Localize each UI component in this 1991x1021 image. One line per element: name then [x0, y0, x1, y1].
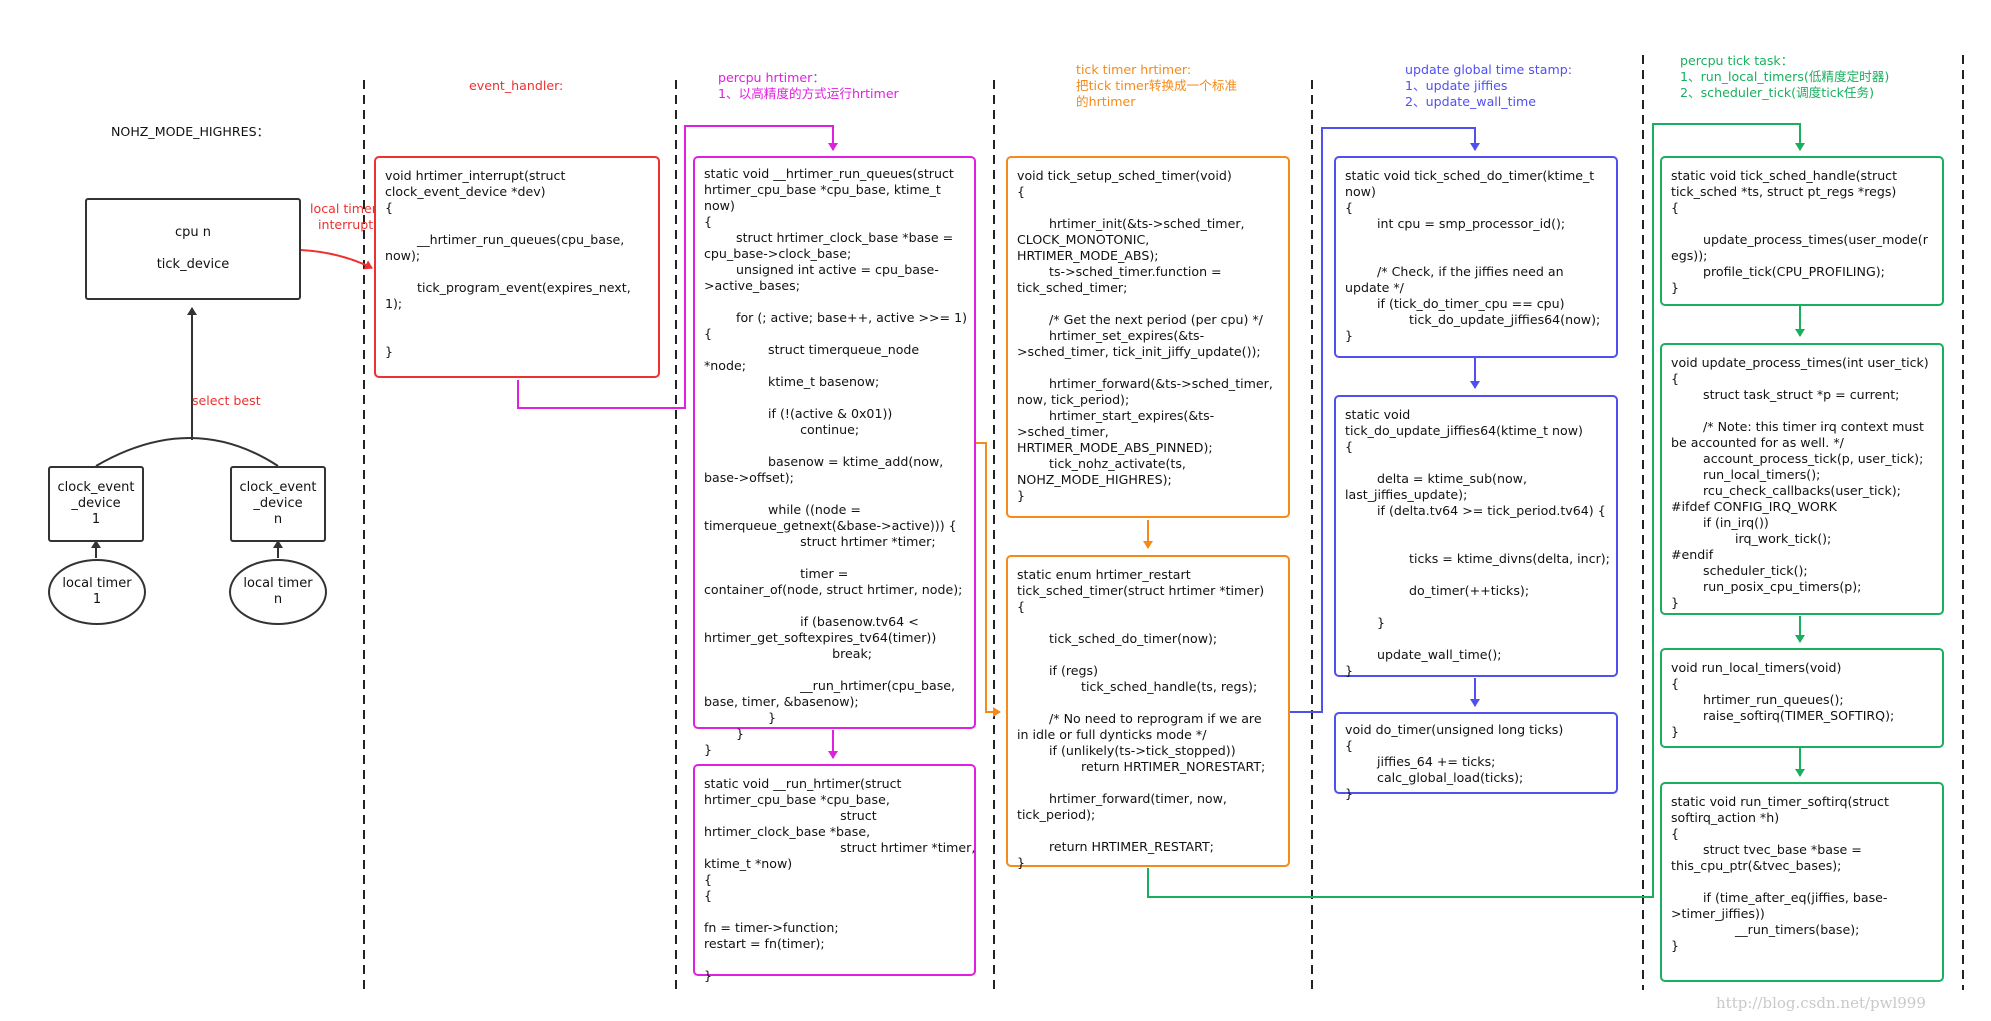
header-tick-timer: tick timer hrtimer: 把tick timer转换成一个标准 的… — [1076, 62, 1238, 109]
tick-do-update-jiffies64-box: static void tick_do_update_jiffies64(kti… — [1334, 395, 1618, 678]
run-timer-softirq-code: static void run_timer_softirq(struct sof… — [1671, 794, 1889, 953]
tick-setup-sched-timer-box: void tick_setup_sched_timer(void) { hrti… — [1006, 156, 1290, 518]
watermark: http://blog.csdn.net/pwl999 — [1716, 994, 1926, 1012]
tick-setup-sched-timer-code: void tick_setup_sched_timer(void) { hrti… — [1017, 168, 1273, 503]
mode-label: NOHZ_MODE_HIGHRES： — [111, 124, 270, 139]
run-hrtimer-box: static void __run_hrtimer(struct hrtimer… — [693, 764, 976, 983]
header-event-handler: event_handler: — [469, 78, 564, 93]
do-timer-code: void do_timer(unsigned long ticks) { jif… — [1345, 722, 1564, 801]
tick-sched-handle-code: static void tick_sched_handle(struct tic… — [1671, 168, 1928, 295]
update-process-times-code: void update_process_times(int user_tick)… — [1671, 355, 1929, 610]
header-percpu-hrtimer: percpu hrtimer： 1、以高精度的方式运行hrtimer — [718, 70, 899, 101]
cpu-tick-device-box: cpu n tick_device — [85, 198, 301, 300]
tick-sched-do-timer-box: static void tick_sched_do_timer(ktime_t … — [1334, 156, 1618, 358]
update-process-times-box: void update_process_times(int user_tick)… — [1660, 343, 1944, 615]
run-timer-softirq-box: static void run_timer_softirq(struct sof… — [1660, 782, 1944, 982]
run-local-timers-code: void run_local_timers(void) { hrtimer_ru… — [1671, 660, 1895, 739]
clock-event-device-1: clock_event _device 1 — [48, 466, 144, 542]
header-update-global: update global time stamp: 1、update jiffi… — [1405, 62, 1572, 109]
run-local-timers-box: void run_local_timers(void) { hrtimer_ru… — [1660, 648, 1944, 748]
select-best-label: select best — [192, 393, 261, 408]
column-separators — [363, 55, 1964, 990]
header-percpu-tick-task: percpu tick task： 1、run_local_timers(低精度… — [1680, 53, 1890, 100]
tick-sched-timer-code: static enum hrtimer_restart tick_sched_t… — [1017, 567, 1266, 870]
tick-sched-timer-box: static enum hrtimer_restart tick_sched_t… — [1006, 555, 1290, 870]
hrtimer-run-queues-box: static void __hrtimer_run_queues(struct … — [693, 156, 976, 757]
tick-do-update-jiffies64-code: static void tick_do_update_jiffies64(kti… — [1345, 407, 1610, 678]
run-hrtimer-code: static void __run_hrtimer(struct hrtimer… — [704, 776, 976, 983]
tick-sched-do-timer-code: static void tick_sched_do_timer(ktime_t … — [1345, 168, 1601, 343]
hrtimer-interrupt-code: void hrtimer_interrupt(struct clock_even… — [385, 168, 631, 359]
clock-event-device-n: clock_event _device n — [230, 466, 326, 542]
local-timer-interrupt-label: local timer interrupt — [310, 201, 377, 232]
tick-sched-handle-box: static void tick_sched_handle(struct tic… — [1660, 156, 1944, 306]
local-timer-n: local timer n — [229, 559, 327, 625]
hrtimer-interrupt-box: void hrtimer_interrupt(struct clock_even… — [374, 156, 660, 378]
local-timer-1: local timer 1 — [48, 559, 146, 625]
hrtimer-run-queues-code: static void __hrtimer_run_queues(struct … — [704, 166, 968, 757]
do-timer-box: void do_timer(unsigned long ticks) { jif… — [1334, 712, 1618, 801]
